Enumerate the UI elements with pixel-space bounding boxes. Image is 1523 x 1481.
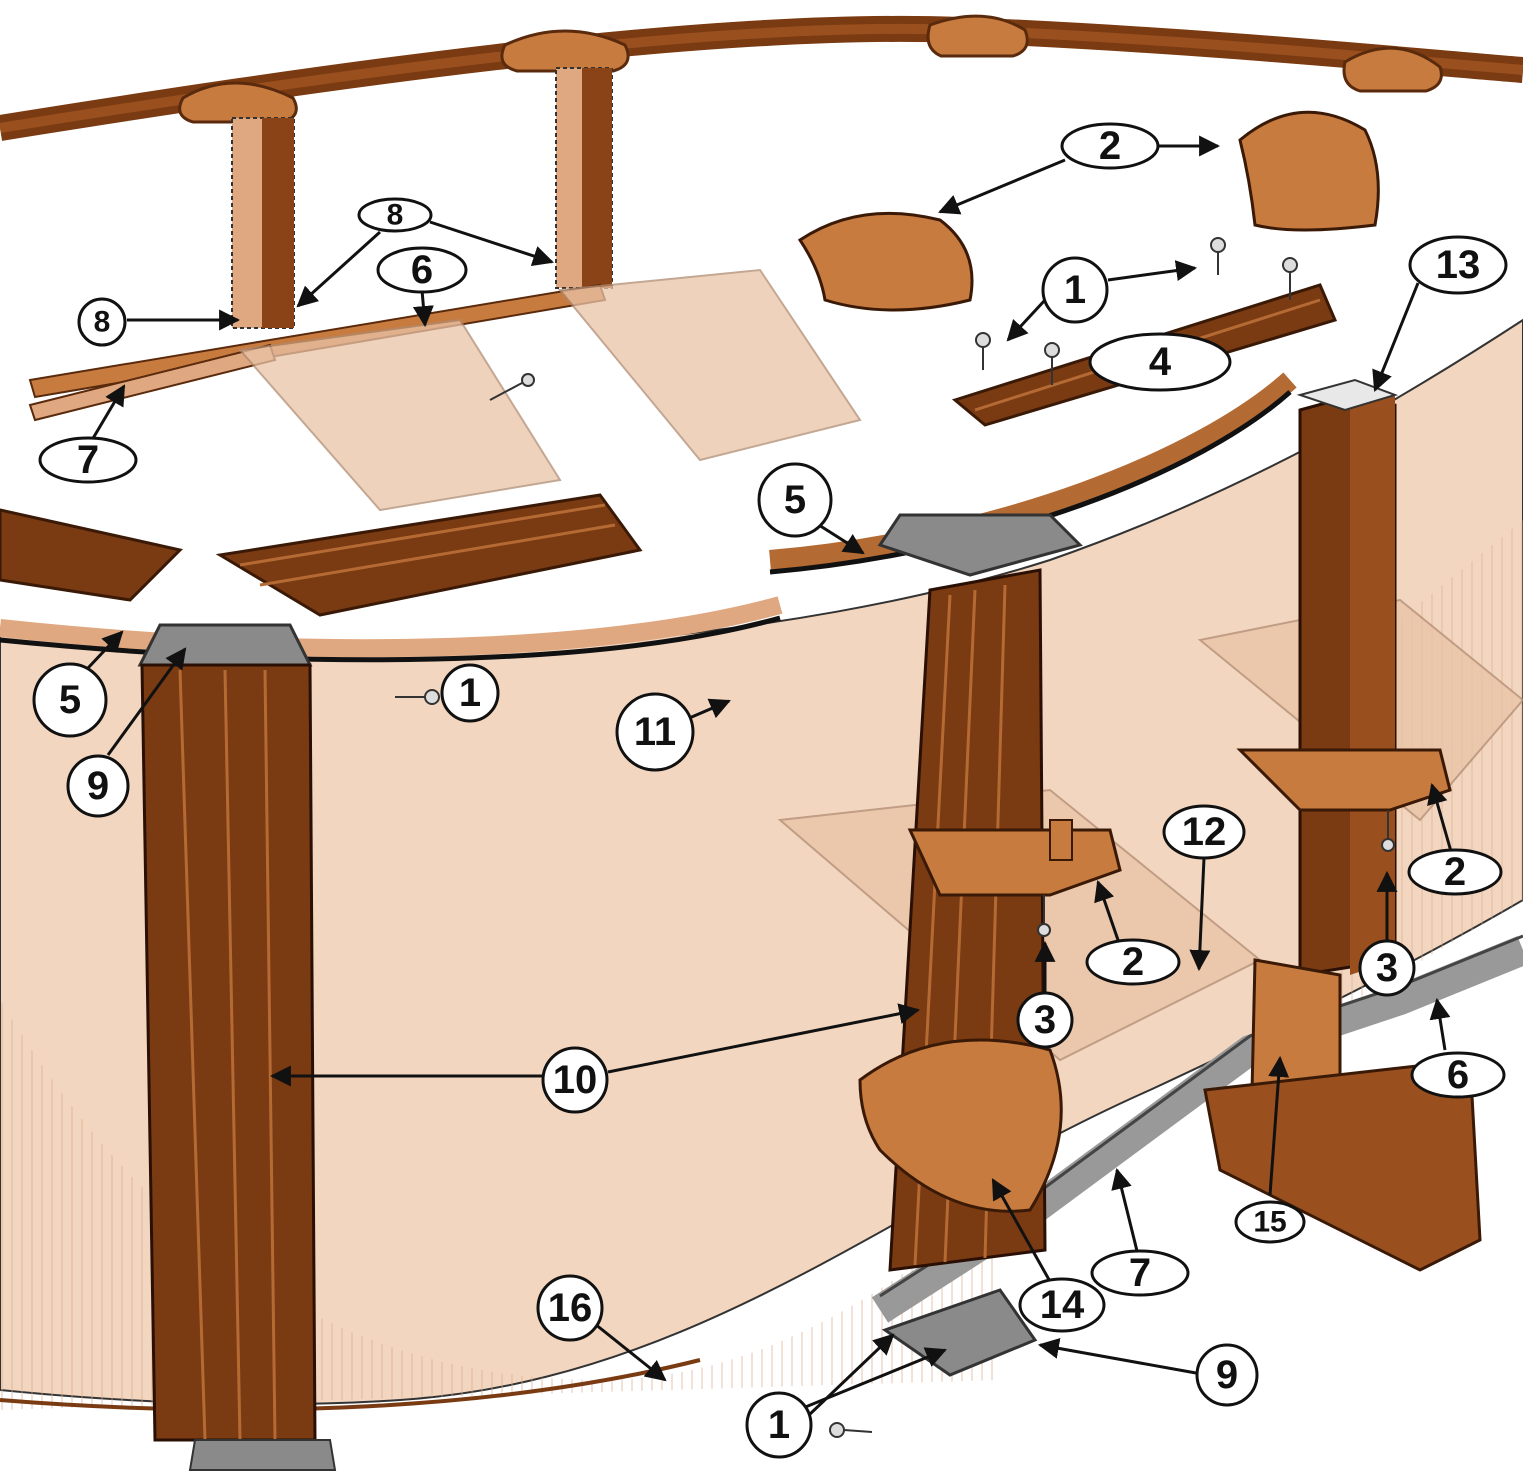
callout-6-right: 6 [1410, 1051, 1506, 1099]
callout-6-top: 6 [376, 246, 468, 294]
svg-text:9: 9 [1216, 1353, 1238, 1397]
callout-9-bottom: 9 [1195, 1343, 1259, 1407]
screws [395, 237, 1395, 1438]
svg-text:13: 13 [1436, 243, 1481, 287]
svg-text:7: 7 [1129, 1251, 1151, 1295]
upright-left [140, 663, 337, 1471]
callout-4: 4 [1088, 332, 1232, 392]
svg-text:14: 14 [1040, 1283, 1085, 1327]
svg-text:1: 1 [768, 1403, 790, 1447]
support-bracket-middle [907, 819, 1122, 897]
svg-text:2: 2 [1444, 850, 1466, 894]
svg-text:2: 2 [1099, 124, 1121, 168]
svg-text:7: 7 [77, 438, 99, 482]
callout-14: 14 [1018, 1277, 1106, 1333]
svg-text:5: 5 [59, 678, 81, 722]
callout-7-left: 7 [38, 436, 138, 484]
svg-text:5: 5 [784, 478, 806, 522]
callout-13: 13 [1408, 235, 1508, 295]
svg-text:3: 3 [1034, 998, 1056, 1042]
callout-8-left: 8 [77, 297, 127, 347]
callout-10: 10 [541, 1046, 609, 1114]
callout-3-middle: 3 [1016, 991, 1074, 1049]
callout-1-screw: 1 [440, 663, 500, 723]
svg-text:6: 6 [411, 248, 433, 292]
top-rail-ring [0, 14, 1523, 141]
callout-2-middle: 2 [1085, 938, 1181, 986]
callout-8-top: 8 [357, 197, 433, 233]
svg-text:16: 16 [548, 1286, 593, 1330]
svg-text:12: 12 [1182, 810, 1227, 854]
cap-left [797, 211, 974, 312]
svg-text:15: 15 [1253, 1206, 1286, 1239]
svg-text:8: 8 [94, 306, 111, 339]
far-top-cap-2 [500, 29, 630, 73]
callout-1-top: 1 [1041, 256, 1109, 324]
callout-16: 16 [536, 1274, 604, 1342]
bottom-cap [858, 1038, 1063, 1213]
callout-5-left: 5 [32, 662, 108, 738]
callout-12: 12 [1162, 804, 1246, 860]
svg-text:11: 11 [634, 710, 676, 754]
svg-text:8: 8 [387, 199, 404, 232]
far-top-cap-3 [926, 14, 1029, 58]
callout-9-left: 9 [66, 754, 130, 818]
leader-lines [86, 135, 1454, 1417]
callout-1-bottom: 1 [745, 1391, 813, 1459]
cap-right [1238, 110, 1380, 232]
upright-right [1203, 378, 1482, 1272]
svg-text:1: 1 [459, 671, 481, 715]
svg-text:4: 4 [1149, 340, 1172, 384]
callout-11: 11 [615, 692, 695, 772]
callout-3-right: 3 [1358, 939, 1416, 997]
callout-5-middle: 5 [757, 462, 833, 538]
top-rail-edge-left [0, 596, 783, 658]
far-uprights [231, 67, 613, 329]
far-top-cap-1 [178, 81, 298, 124]
top-rail-left [0, 493, 643, 617]
svg-text:1: 1 [1064, 268, 1086, 312]
svg-text:3: 3 [1376, 946, 1398, 990]
base-plate-left [188, 1439, 337, 1471]
callout-2-top: 2 [1060, 122, 1160, 170]
far-top-cap-4 [1342, 46, 1443, 93]
callout-7-bottom: 7 [1090, 1249, 1190, 1297]
top-plate-middle [877, 513, 1083, 577]
svg-text:9: 9 [87, 764, 109, 808]
svg-text:2: 2 [1122, 940, 1144, 984]
top-plate-left [137, 623, 313, 667]
svg-text:10: 10 [553, 1058, 598, 1102]
svg-text:6: 6 [1447, 1053, 1469, 1097]
callout-15: 15 [1234, 1200, 1306, 1244]
bottom-liner-edge [0, 1358, 701, 1412]
callout-2-right: 2 [1407, 848, 1503, 896]
